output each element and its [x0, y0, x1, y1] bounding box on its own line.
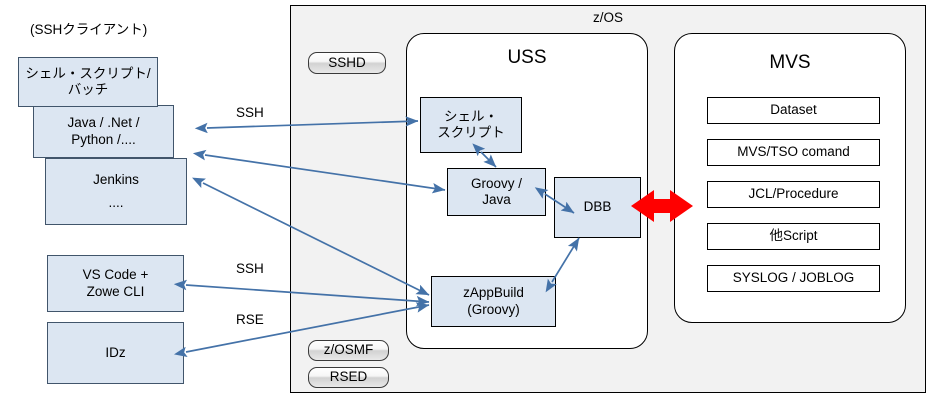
uss-shell-script-line2: スクリプト	[437, 125, 505, 140]
uss-groovy-java-line2: Java	[482, 192, 511, 207]
zos-title-label: z/OS	[592, 10, 623, 25]
mvs-title-label: MVS	[769, 52, 811, 73]
uss-dbb-label: DBB	[583, 199, 612, 215]
uss-groovy-java-line1: Groovy /	[470, 175, 522, 191]
connection-label-rse: RSE	[236, 312, 264, 327]
daemon-button-sshd[interactable]: SSHD	[308, 52, 386, 74]
uss-zappbuild-line2: (Groovy)	[467, 301, 520, 317]
ssh-client-heading: (SSHクライアント)	[30, 22, 148, 37]
client-box-shell-batch[interactable]: シェル・スクリプト/ バッチ	[18, 57, 158, 107]
client-box-java-line1: Java / .Net /	[67, 115, 140, 131]
uss-box-dbb[interactable]: DBB	[554, 177, 641, 238]
connection-label-ssh-top: SSH	[236, 105, 264, 120]
client-box-vscode-line2: Zowe CLI	[86, 283, 145, 299]
client-box-jenkins[interactable]: Jenkins ....	[45, 158, 187, 225]
connection-label-ssh-bottom: SSH	[236, 261, 264, 276]
mvs-row-jcl-procedure[interactable]: JCL/Procedure	[707, 181, 880, 208]
client-box-jenkins-line1: Jenkins	[93, 172, 139, 188]
uss-box-zappbuild[interactable]: zAppBuild (Groovy)	[431, 276, 556, 327]
mvs-row-other-script[interactable]: 他Script	[707, 223, 880, 250]
uss-shell-script-line1: シェル・	[444, 108, 498, 124]
client-box-vscode-line1: VS Code +	[82, 267, 149, 283]
uss-box-shell-script[interactable]: シェル・ スクリプト	[420, 97, 522, 153]
daemon-button-zosmf[interactable]: z/OSMF	[308, 340, 389, 361]
mvs-row-syslog-joblog[interactable]: SYSLOG / JOBLOG	[707, 265, 880, 292]
client-box-jenkins-line2: ....	[108, 194, 124, 210]
client-box-shell-batch-line2: バッチ	[67, 82, 109, 97]
daemon-button-rsed[interactable]: RSED	[308, 367, 389, 388]
uss-box-groovy-java[interactable]: Groovy / Java	[447, 168, 546, 216]
client-box-java-net-python[interactable]: Java / .Net / Python /....	[33, 105, 174, 158]
uss-zappbuild-line1: zAppBuild	[463, 285, 524, 301]
mvs-row-dataset[interactable]: Dataset	[707, 97, 880, 124]
client-box-shell-batch-line1: シェル・スクリプト/	[25, 65, 151, 81]
mvs-row-tso-command[interactable]: MVS/TSO comand	[707, 139, 880, 166]
client-box-vscode-zowe[interactable]: VS Code + Zowe CLI	[47, 255, 184, 312]
client-box-idz[interactable]: IDz	[47, 322, 184, 384]
client-box-idz-line1: IDz	[105, 344, 126, 360]
client-box-java-line2: Python /....	[71, 131, 136, 147]
uss-title-label: USS	[507, 47, 547, 68]
